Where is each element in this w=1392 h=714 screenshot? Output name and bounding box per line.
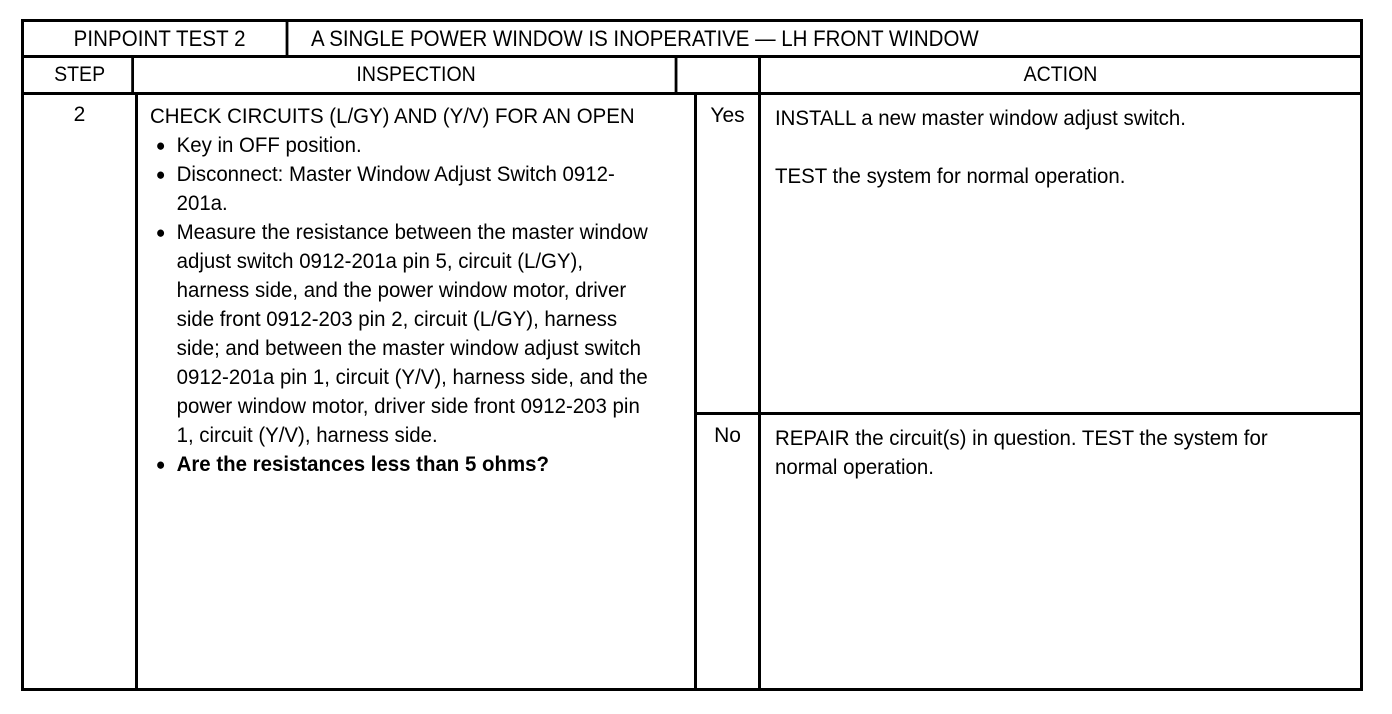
pinpoint-test-table: PINPOINT TEST 2 A SINGLE POWER WINDOW IS…: [21, 19, 1363, 691]
test-id-label: PINPOINT TEST 2: [34, 22, 289, 55]
column-header-inspection: INSPECTION: [158, 58, 678, 92]
table-title-row: PINPOINT TEST 2 A SINGLE POWER WINDOW IS…: [24, 22, 1360, 58]
inspection-question-item: ● Are the resistances less than 5 ohms?: [150, 450, 659, 479]
bullet-icon: ●: [155, 165, 166, 184]
inspection-cell: CHECK CIRCUITS (L/GY) AND (Y/V) FOR AN O…: [138, 95, 697, 688]
table-header-row: STEP INSPECTION ACTION: [24, 58, 1360, 95]
answer-block-no: No REPAIR the circuit(s) in question. TE…: [697, 415, 1360, 688]
inspection-bullet-text: Disconnect: Master Window Adjust Switch …: [176, 162, 615, 215]
bullet-icon: ●: [155, 136, 166, 155]
inspection-heading: CHECK CIRCUITS (L/GY) AND (Y/V) FOR AN O…: [150, 104, 635, 128]
action-paragraph: TEST the system for normal operation.: [775, 164, 1126, 188]
inspection-bullet-list: ● Key in OFF position. ● Disconnect: Mas…: [150, 131, 686, 479]
test-description-label: A SINGLE POWER WINDOW IS INOPERATIVE — L…: [311, 25, 979, 51]
action-cell-group: Yes INSTALL a new master window adjust s…: [697, 95, 1360, 688]
bullet-icon: ●: [155, 223, 166, 242]
inspection-question-text: Are the resistances less than 5 ohms?: [176, 452, 549, 476]
step-number-cell: 2: [24, 95, 138, 688]
action-text-no: REPAIR the circuit(s) in question. TEST …: [761, 415, 1360, 688]
column-header-answer-spacer: [697, 58, 761, 92]
column-header-action: ACTION: [1023, 63, 1098, 86]
bullet-icon: ●: [155, 455, 166, 474]
answer-label-yes: Yes: [697, 95, 761, 412]
action-paragraph: REPAIR the circuit(s) in question. TEST …: [775, 426, 1268, 479]
table-row: 2 CHECK CIRCUITS (L/GY) AND (Y/V) FOR AN…: [24, 95, 1360, 688]
inspection-bullet-item: ● Disconnect: Master Window Adjust Switc…: [150, 160, 659, 218]
inspection-bullet-text: Measure the resistance between the maste…: [176, 220, 648, 447]
answer-block-yes: Yes INSTALL a new master window adjust s…: [697, 95, 1360, 415]
inspection-bullet-text: Key in OFF position.: [176, 133, 362, 157]
action-text-yes: INSTALL a new master window adjust switc…: [761, 95, 1360, 412]
inspection-bullet-item: ● Measure the resistance between the mas…: [150, 218, 659, 450]
answer-label-no: No: [697, 415, 761, 688]
inspection-bullet-item: ● Key in OFF position.: [150, 131, 659, 160]
action-paragraph: INSTALL a new master window adjust switc…: [775, 106, 1186, 130]
column-header-step: STEP: [28, 58, 135, 92]
